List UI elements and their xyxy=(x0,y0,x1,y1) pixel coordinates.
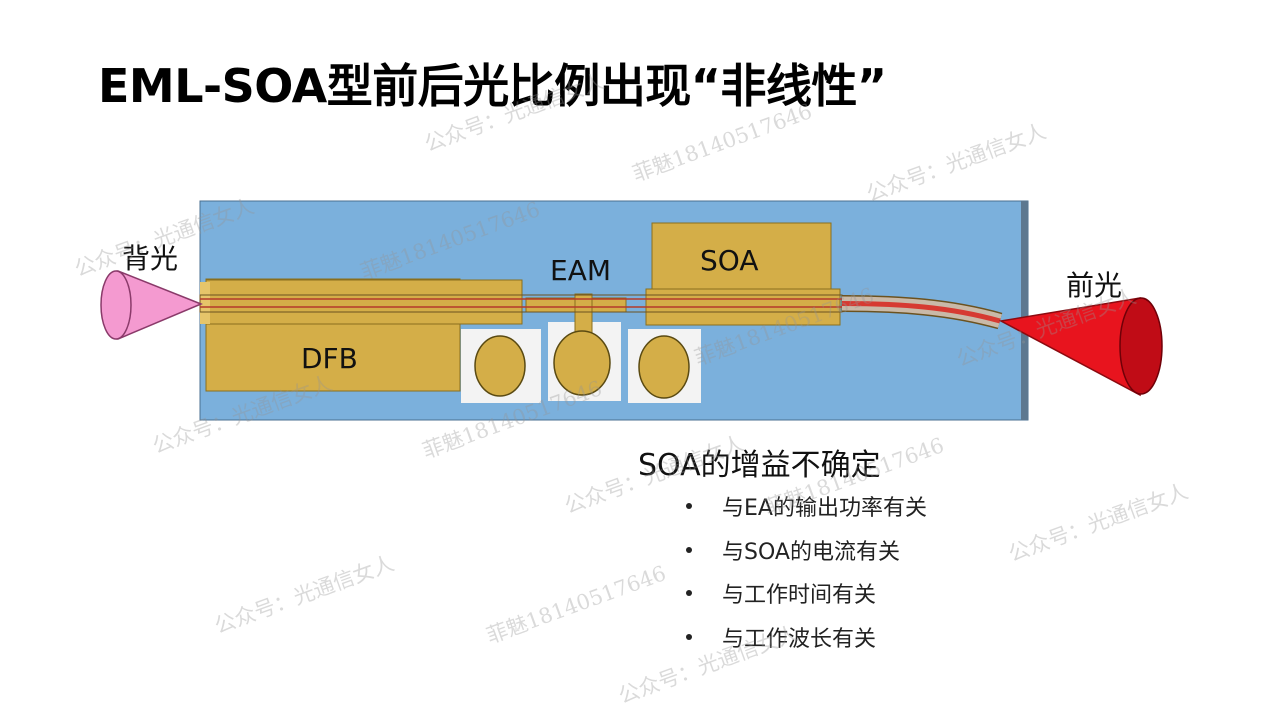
dfb-left-tab xyxy=(200,282,210,324)
dfb-label: DFB xyxy=(301,342,358,375)
bond-pad-center xyxy=(553,330,611,396)
soa-label: SOA xyxy=(700,244,759,277)
bullet-icon xyxy=(686,633,692,640)
slide-title: EML-SOA型前后光比例出现“非线性” xyxy=(98,59,887,113)
bullet-icon xyxy=(686,590,692,596)
eam-label: EAM xyxy=(550,254,612,287)
bond-pad-left xyxy=(474,335,526,397)
bullet-icon xyxy=(686,546,692,553)
dfb-ridge xyxy=(205,279,523,325)
soa-gain-heading: SOA的增益不确定 xyxy=(638,448,881,483)
waveguide-curve-core xyxy=(841,301,1001,324)
back-light-cone-end xyxy=(100,270,132,340)
front-light-cone-end xyxy=(1119,297,1163,395)
chip-edge xyxy=(1021,201,1028,420)
bond-pad-right xyxy=(638,335,690,399)
front-light-label: 前光 xyxy=(1066,269,1123,302)
back-light-label: 背光 xyxy=(122,242,179,275)
bullet-icon xyxy=(686,503,692,509)
